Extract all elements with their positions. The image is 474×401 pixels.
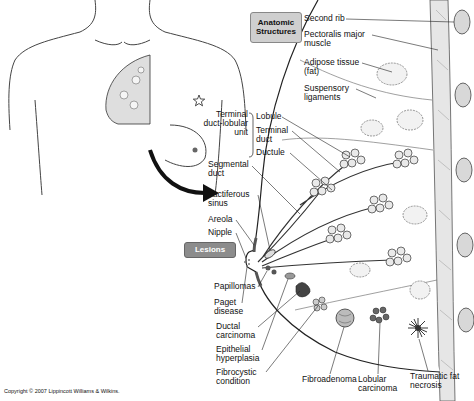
part-label: Traumatic fat necrosis xyxy=(410,372,464,390)
fat-necrosis-core xyxy=(415,325,421,331)
part-label: Ductule xyxy=(256,148,296,157)
part-label: Papillomas xyxy=(214,282,264,291)
part-label: Nipple xyxy=(208,228,248,237)
paget-lesion xyxy=(244,257,250,267)
curved-arrow xyxy=(150,150,205,193)
section-heading: Anatomic Structures xyxy=(251,19,301,37)
inset-section xyxy=(106,55,150,124)
fat-lobule xyxy=(361,120,383,136)
fibrocystic-lesion xyxy=(313,297,327,311)
part-label: Suspensory ligaments xyxy=(304,84,360,102)
papilloma-lesion xyxy=(266,266,277,275)
part-label: Pectoralis major muscle xyxy=(304,30,376,48)
part-label: Fibrocystic condition xyxy=(216,368,268,386)
part-label: Second rib xyxy=(304,14,364,23)
rib xyxy=(456,158,472,182)
part-label: Lobule xyxy=(256,112,296,121)
fat-lobule xyxy=(397,110,423,130)
fat-lobule xyxy=(403,206,427,224)
rib xyxy=(454,10,470,34)
part-label: Lactiferous sinus xyxy=(208,190,260,208)
rib xyxy=(458,308,474,332)
inset-detail xyxy=(120,67,144,109)
rib xyxy=(455,83,471,107)
part-label: Paget disease xyxy=(214,298,256,316)
part-label: Lobular carcinoma xyxy=(358,375,404,393)
section-box: Anatomic Structures xyxy=(250,12,302,43)
fibroadenoma-lesion xyxy=(336,309,354,327)
fat-lobule xyxy=(377,63,407,85)
leader-lines xyxy=(236,19,454,374)
part-label: Terminal duct xyxy=(256,126,296,144)
fat-lobule xyxy=(350,263,370,277)
suspensory-ligaments xyxy=(282,60,437,310)
part-label: Adipose tissue (fat) xyxy=(304,58,368,76)
lobules xyxy=(310,149,418,266)
star-symbol xyxy=(193,95,204,106)
pectoralis-muscle xyxy=(430,0,455,401)
section-heading: Lesions xyxy=(195,246,225,255)
fat-necrosis-lesion xyxy=(408,318,428,338)
part-label: Epithelial hyperplasia xyxy=(216,345,266,363)
lobular-carcinoma-lesion xyxy=(370,307,389,323)
fibroadenoma-texture xyxy=(339,314,351,323)
part-label: Ductal carcinoma xyxy=(216,322,262,340)
part-label: Areola xyxy=(208,215,248,224)
breast-outline xyxy=(246,0,440,372)
rib xyxy=(457,233,473,257)
ducts xyxy=(258,162,400,268)
hyperplasia-lesion xyxy=(285,273,295,279)
breast-outline-right xyxy=(165,125,206,167)
section-box: Lesions xyxy=(184,242,236,258)
areola xyxy=(254,238,261,286)
part-label: Terminal duct-lobular unit xyxy=(196,110,248,138)
part-label: Segmental duct xyxy=(208,160,254,178)
ductal-carcinoma-lesion xyxy=(296,283,310,297)
unit-bracket xyxy=(249,113,253,157)
fat-lobule xyxy=(410,281,430,299)
part-label: Fibroadenoma xyxy=(302,375,360,384)
copyright-note: Copyright © 2007 Lippincott Williams & W… xyxy=(4,389,224,395)
muscle-striations xyxy=(436,10,453,370)
rib-group xyxy=(454,10,474,332)
nipple-small xyxy=(193,148,198,153)
